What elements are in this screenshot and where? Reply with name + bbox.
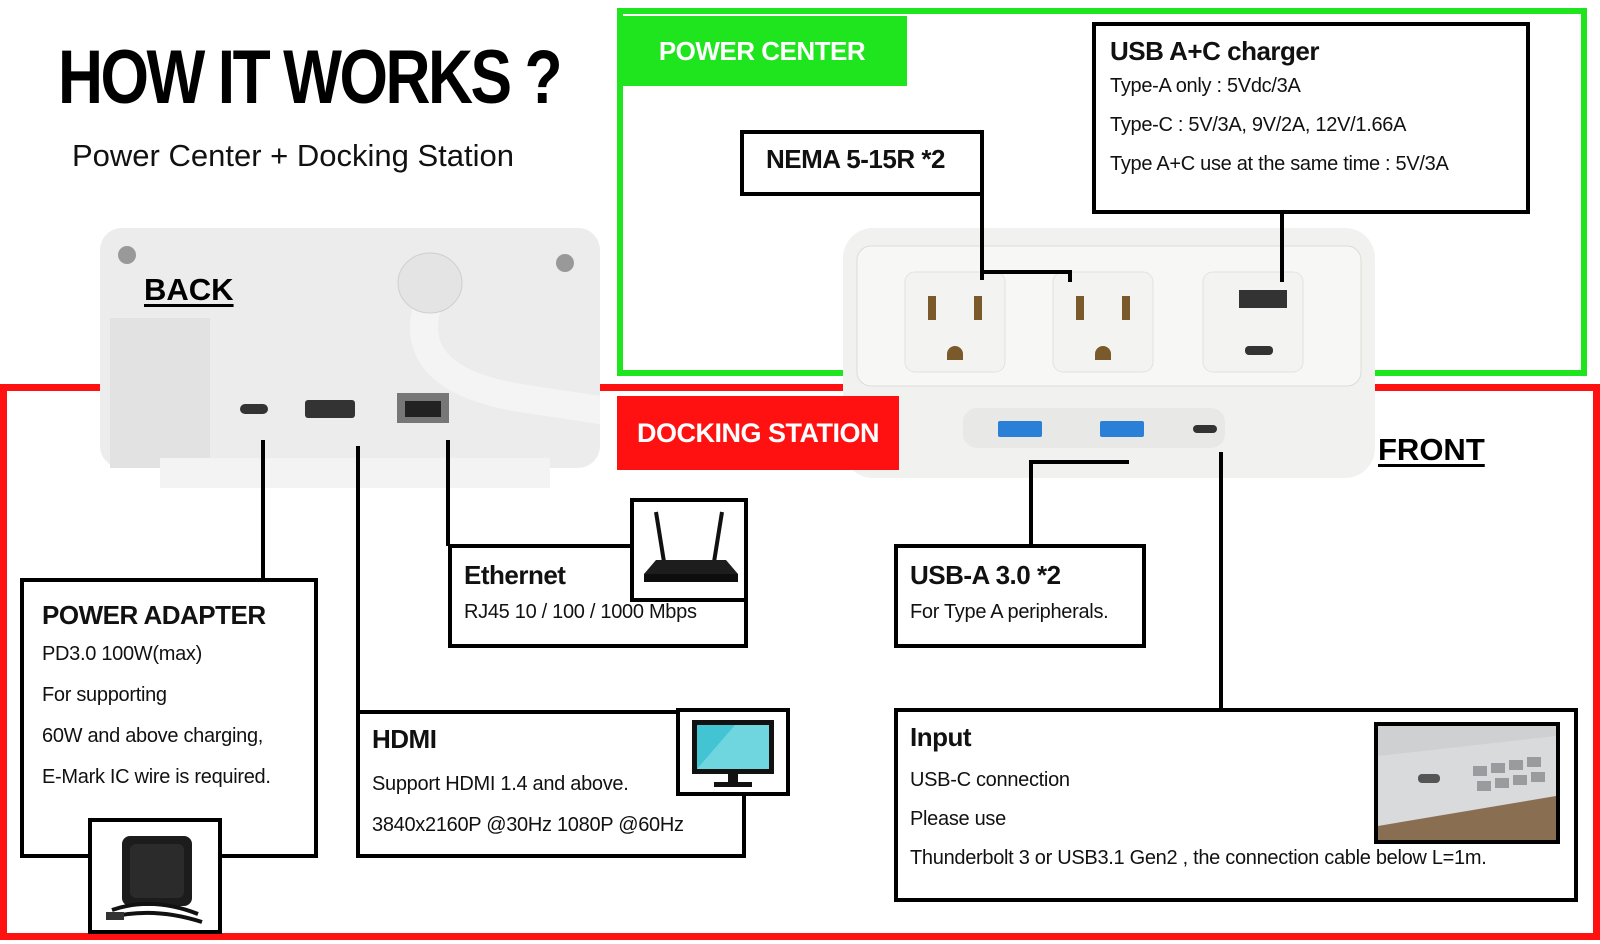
nema-title: NEMA 5-15R *2 <box>766 144 945 174</box>
laptop-image <box>1374 722 1560 844</box>
docking-station-tag: DOCKING STATION <box>617 396 899 470</box>
usb-charger-callout: USB A+C charger Type-A only : 5Vdc/3A Ty… <box>1092 22 1530 214</box>
ethernet-line: RJ45 10 / 100 / 1000 Mbps <box>464 601 697 623</box>
usb-charger-line: Type-C : 5V/3A, 9V/2A, 12V/1.66A <box>1110 114 1407 136</box>
usb-a-title: USB-A 3.0 *2 <box>910 560 1061 590</box>
front-label: FRONT <box>1378 432 1485 467</box>
monitor-icon <box>692 720 774 787</box>
connector-usb-a <box>1029 460 1129 464</box>
power-adapter-line: PD3.0 100W(max) <box>42 643 202 665</box>
hdmi-line: Support HDMI 1.4 and above. <box>372 773 629 795</box>
power-center-tag: POWER CENTER <box>617 16 907 86</box>
input-title: Input <box>910 722 972 752</box>
power-adapter-image <box>88 818 222 934</box>
front-device <box>843 228 1375 484</box>
power-adapter-line: 60W and above charging, <box>42 725 264 747</box>
power-adapter-line: E-Mark IC wire is required. <box>42 766 271 788</box>
ethernet-title: Ethernet <box>464 560 566 590</box>
usb-charger-title: USB A+C charger <box>1110 36 1320 66</box>
docking-station-zone <box>0 384 1600 940</box>
usb-a-port <box>1100 421 1144 437</box>
usb-charger-line: Type-A only : 5Vdc/3A <box>1110 75 1301 97</box>
input-line: Please use <box>910 808 1006 830</box>
usb-a-line: For Type A peripherals. <box>910 601 1109 623</box>
monitor-image <box>676 708 790 796</box>
laptop-icon <box>1378 726 1556 840</box>
connector-usb-charger <box>1280 212 1284 282</box>
connector-usb-a <box>1029 460 1033 546</box>
power-adapter-icon <box>106 836 203 924</box>
power-adapter-line: For supporting <box>42 684 167 706</box>
front-device-illustration <box>843 228 1375 478</box>
connector-nema <box>980 270 1072 274</box>
input-line: Thunderbolt 3 or USB3.1 Gen2 , the conne… <box>910 847 1487 869</box>
back-device-illustration <box>100 228 623 488</box>
page-title: HOW IT WORKS ? <box>58 35 563 120</box>
nema-callout: NEMA 5-15R *2 <box>740 130 984 196</box>
connector-ethernet <box>446 440 450 546</box>
connector-input <box>1219 452 1223 710</box>
connector-hdmi <box>356 446 360 710</box>
connector-nema <box>980 192 984 280</box>
page-subtitle: Power Center + Docking Station <box>72 138 514 173</box>
connector-nema <box>1068 270 1072 282</box>
hdmi-line: 3840x2160P @30Hz 1080P @60Hz <box>372 814 684 836</box>
back-label: BACK <box>144 272 234 307</box>
connector-power-adapter <box>261 440 265 578</box>
power-adapter-callout: POWER ADAPTER PD3.0 100W(max) For suppor… <box>20 578 318 858</box>
input-line: USB-C connection <box>910 769 1070 791</box>
usb-a-callout: USB-A 3.0 *2 For Type A peripherals. <box>894 544 1146 648</box>
usb-charger-line: Type A+C use at the same time : 5V/3A <box>1110 153 1449 175</box>
router-image <box>630 498 748 602</box>
usb-a-port <box>998 421 1042 437</box>
router-icon <box>644 511 738 582</box>
hdmi-title: HDMI <box>372 724 437 754</box>
back-device <box>100 228 623 488</box>
power-adapter-title: POWER ADAPTER <box>42 600 266 630</box>
